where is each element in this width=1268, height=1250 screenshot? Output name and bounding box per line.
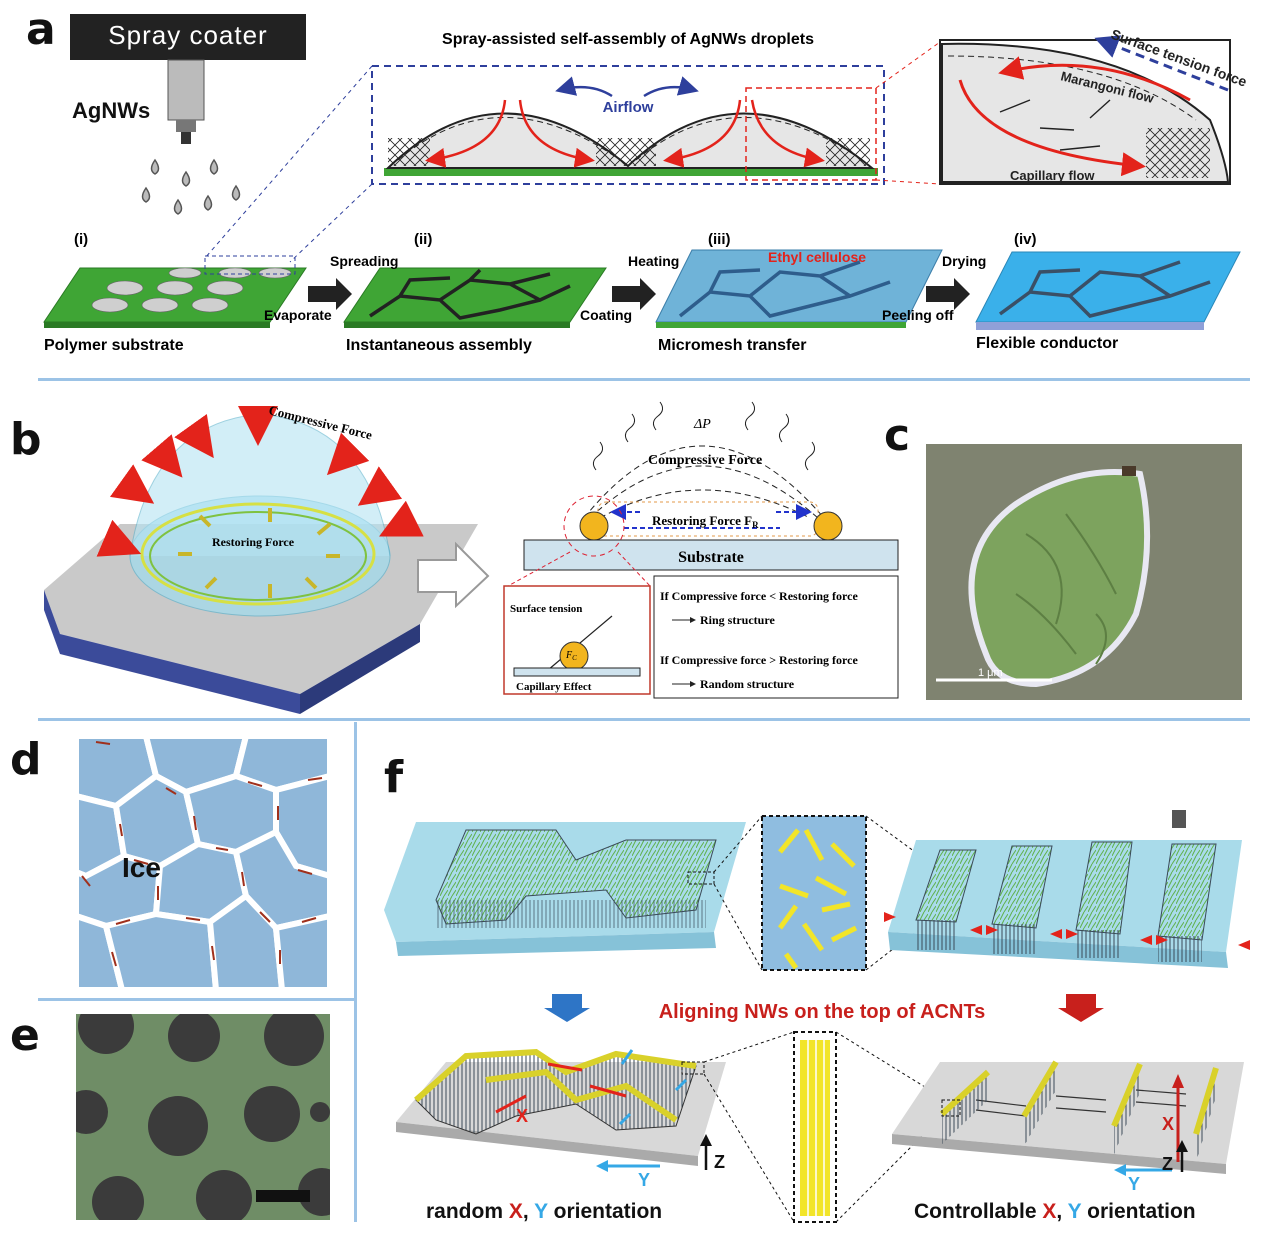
delta-p-label: ΔP	[693, 417, 711, 432]
random-caption-comma: ,	[522, 1200, 535, 1223]
step-ii-assembly	[343, 267, 607, 328]
step-iii-transfer	[655, 249, 943, 328]
random-nw-zoom	[761, 815, 867, 971]
y-axis-label-left: Y	[638, 1170, 650, 1190]
divider-d-f	[354, 722, 357, 1222]
ice-label: Ice	[122, 852, 161, 883]
panel-a-diagram: Airflow Surface tension force Marangoni …	[43, 14, 1249, 354]
panel-e-micrograph	[76, 1014, 330, 1220]
instantaneous-assembly-label: Instantaneous assembly	[346, 337, 532, 354]
agnws-label: AgNWs	[72, 98, 151, 123]
aligning-label: Aligning NWs on the top of ACNTs	[659, 1001, 986, 1023]
random-orientation-caption: random X, Y orientation	[426, 1200, 662, 1224]
step-i-label: (i)	[74, 231, 88, 248]
divider-bc-def	[38, 718, 1250, 721]
panel-label-b: b	[10, 414, 42, 465]
panel-label-f: f	[384, 752, 404, 803]
random-caption-y: Y	[534, 1200, 548, 1223]
step-iv-label: (iv)	[1014, 231, 1037, 248]
ctrl-caption-prefix: Controllable	[914, 1200, 1043, 1223]
x-axis-label-right: X	[1162, 1114, 1174, 1134]
surface-tension-b: Surface tension	[510, 603, 582, 615]
controllable-orientation-caption: Controllable X, Y orientation	[914, 1200, 1196, 1224]
restoring-force-right: Restoring Force FR	[652, 513, 759, 530]
spreading-label: Spreading	[330, 253, 398, 269]
drying-label: Drying	[942, 253, 986, 269]
divider-a-b	[38, 378, 1250, 381]
random-caption-prefix: random	[426, 1200, 509, 1223]
condition-1: If Compressive force < Restoring force	[660, 589, 858, 603]
divider-d-e	[38, 998, 354, 1001]
substrate-label: Substrate	[678, 549, 744, 566]
spray-coater	[70, 14, 306, 144]
panel-d-ice-diagram	[76, 736, 330, 990]
scale-label-c: 1 μm	[978, 667, 1003, 679]
restoring-force-left: Restoring Force	[212, 535, 295, 549]
ctrl-caption-suffix: orientation	[1081, 1200, 1196, 1223]
coating-label: Coating	[580, 307, 632, 323]
panel-label-c: c	[884, 410, 911, 461]
spray-title: Spray-assisted self-assembly of AgNWs dr…	[442, 31, 814, 48]
condition-2: If Compressive force > Restoring force	[660, 653, 858, 667]
spray-coater-label: Spray coater	[108, 20, 268, 50]
panel-label-a: a	[26, 4, 56, 55]
droplet-zoom-box	[371, 65, 885, 185]
peeling-off-label: Peeling off	[882, 307, 954, 323]
z-axis-label-left: Z	[714, 1152, 725, 1172]
step-iv-conductor	[975, 251, 1241, 330]
ctrl-caption-y: Y	[1067, 1200, 1082, 1223]
fc-label: FC	[565, 650, 577, 662]
step-i-substrate	[43, 267, 307, 328]
spray-droplets	[141, 158, 241, 215]
ethyl-cellulose-label: Ethyl cellulose	[768, 249, 866, 265]
random-caption-suffix: orientation	[547, 1200, 663, 1223]
panel-f-diagram: Aligning NWs on the top of ACNTs X Y Z X	[384, 810, 1250, 1223]
heating-label: Heating	[628, 253, 679, 269]
x-axis-label-left: X	[516, 1106, 528, 1126]
compressive-force-right: Compressive Force	[648, 453, 762, 468]
ctrl-caption-comma: ,	[1056, 1200, 1068, 1223]
result-2: Random structure	[700, 677, 795, 691]
panel-label-d: d	[10, 734, 42, 785]
step-ii-label: (ii)	[414, 231, 432, 248]
panel-b-diagram: Compressive Force Restoring Force ΔP Com…	[44, 401, 899, 714]
z-axis-label-right: Z	[1162, 1154, 1173, 1174]
flexible-conductor-label: Flexible conductor	[976, 335, 1118, 352]
capillary-flow-label: Capillary flow	[1010, 168, 1095, 183]
polymer-substrate-label: Polymer substrate	[44, 337, 184, 354]
step-iii-label: (iii)	[708, 231, 731, 248]
panel-c-sem-image: 1 μm	[926, 444, 1242, 700]
result-1: Ring structure	[700, 613, 775, 627]
evaporate-label: Evaporate	[264, 307, 332, 323]
airflow-label: Airflow	[603, 99, 654, 116]
capillary-effect-label: Capillary Effect	[516, 681, 592, 693]
random-caption-x: X	[508, 1200, 523, 1223]
micromesh-transfer-label: Micromesh transfer	[658, 337, 807, 354]
y-axis-label-right: Y	[1128, 1174, 1140, 1194]
panel-label-e: e	[10, 1010, 40, 1061]
ctrl-caption-x: X	[1042, 1200, 1057, 1223]
